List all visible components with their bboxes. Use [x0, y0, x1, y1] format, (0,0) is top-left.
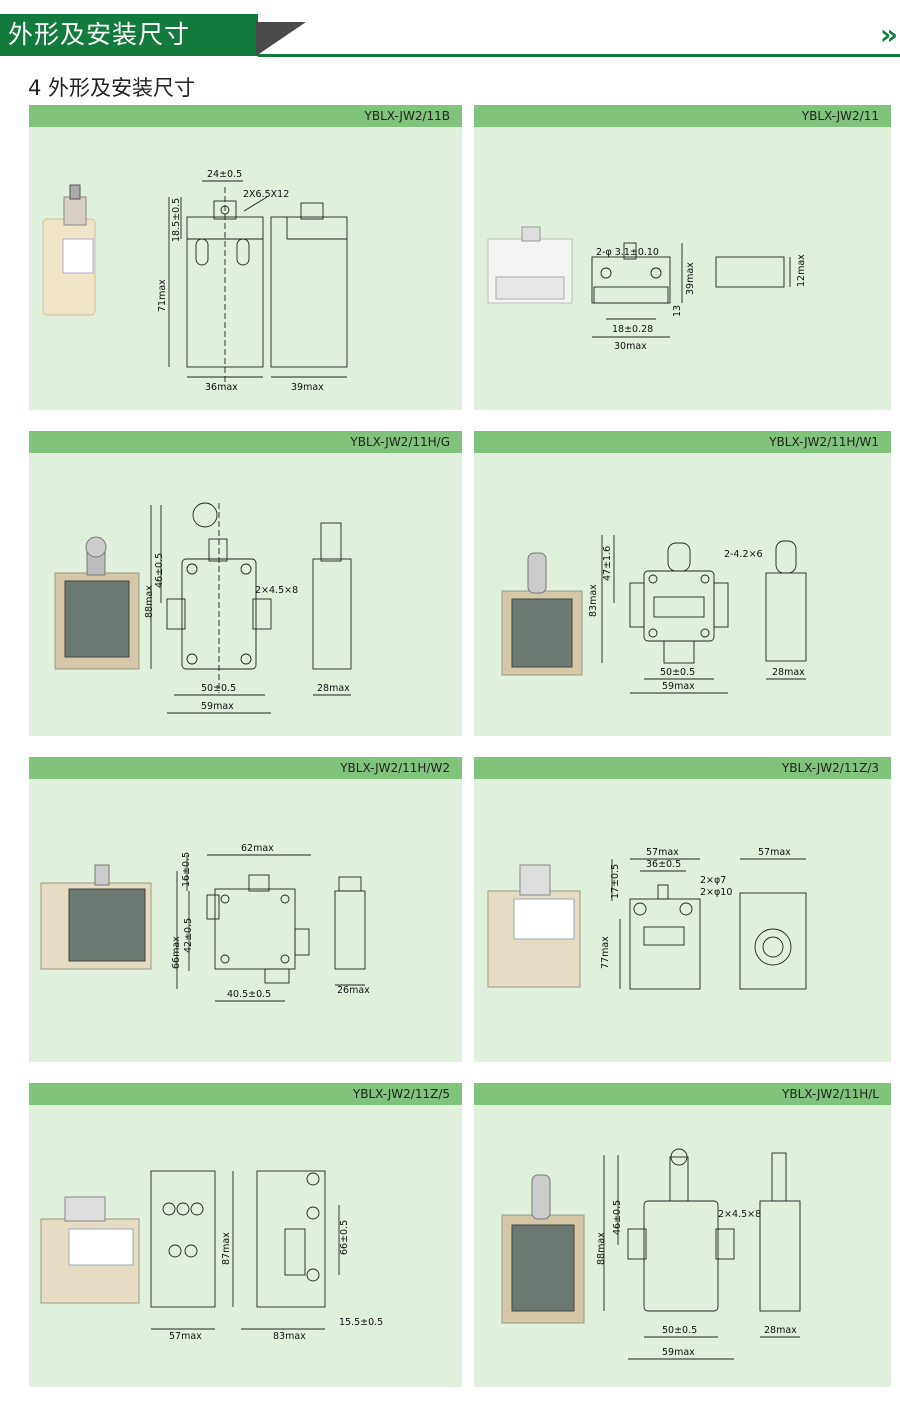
panel-yblx-jw2-11h-w2: YBLX-JW2/11H/W2 62max 16±0.5 [29, 757, 462, 1062]
product-photo [40, 1196, 140, 1304]
product-photo [487, 226, 573, 304]
dimension-drawing: 2-φ 3.1±0.10 39max 13 18±0.28 30max 12ma… [487, 226, 807, 352]
dim-text: 2×4.5×8 [255, 585, 298, 596]
dim-text: 36±0.5 [646, 859, 681, 870]
dim-text: 28max [317, 683, 350, 694]
dim-text: 57max [758, 847, 791, 858]
panel-model-label: YBLX-JW2/11Z/5 [29, 1083, 462, 1105]
dim-text: 50±0.5 [660, 667, 695, 678]
front-view [601, 535, 807, 694]
dim-text: 26max [337, 985, 370, 996]
dim-text: 18.5±0.5 [171, 198, 182, 242]
dim-text: 39max [291, 382, 324, 393]
dim-text: 66±0.5 [339, 1220, 350, 1255]
dimension-drawing: 87max 66±0.5 57max 83max 15.5±0.5 [40, 1170, 383, 1342]
front-view [603, 1148, 801, 1360]
dim-text: 59max [201, 701, 234, 712]
panel-yblx-jw2-11h-l: YBLX-JW2/11H/L 88max 46±0.5 2×4.5×8 50±0… [474, 1083, 891, 1387]
dim-text: 88max [596, 1232, 607, 1265]
dim-text: 2X6.5X12 [243, 189, 289, 200]
dimension-drawing: 17±0.5 57max 36±0.5 2×φ7 2×φ10 77max 57m… [487, 847, 807, 990]
dim-text: 66max [171, 936, 182, 969]
dimension-drawing: 88max 46±0.5 2×4.5×8 50±0.5 59max 28max [501, 1148, 801, 1360]
panel-model-label: YBLX-JW2/11H/L [474, 1083, 891, 1105]
dimension-drawing: 83max 47±1.6 2-4.2×6 50±0.5 59max 28max [501, 535, 807, 694]
panel-yblx-jw2-11z-3: YBLX-JW2/11Z/3 17±0.5 57max 36±0.5 2×φ7 … [474, 757, 891, 1062]
dim-text: 18±0.28 [612, 324, 653, 335]
dim-text: 2×4.5×8 [718, 1209, 761, 1220]
product-photo [501, 1174, 585, 1324]
dim-text: 2×φ7 [700, 875, 726, 886]
panel-yblx-jw2-11: YBLX-JW2/11 2-φ 3.1±0.10 39max 13 18±0.2… [474, 105, 891, 410]
dim-text: 16±0.5 [181, 852, 192, 887]
panel-yblx-jw2-11h-w1: YBLX-JW2/11H/W1 83max 47±1.6 [474, 431, 891, 736]
dim-text: 39max [685, 262, 696, 295]
dim-text: 77max [600, 936, 611, 969]
dim-text: 50±0.5 [201, 683, 236, 694]
dim-text: 2×φ10 [700, 887, 732, 898]
front-view [150, 1170, 340, 1330]
dim-text: 47±1.6 [602, 546, 613, 581]
page-subtitle: 4 外形及安装尺寸 [28, 76, 196, 100]
product-photo [42, 184, 96, 316]
dim-text: 42±0.5 [183, 918, 194, 953]
dim-text: 2-4.2×6 [724, 549, 763, 560]
dim-text: 36max [205, 382, 238, 393]
front-view [611, 858, 807, 990]
dim-text: 57max [646, 847, 679, 858]
dim-text: 46±0.5 [154, 553, 165, 588]
section-header: 外形及安装尺寸 » [0, 14, 900, 58]
panel-model-label: YBLX-JW2/11H/G [29, 431, 462, 453]
dim-text: 88max [144, 585, 155, 618]
product-photo [501, 552, 583, 676]
dim-text: 24±0.5 [207, 169, 242, 180]
dim-text: 46±0.5 [612, 1200, 623, 1235]
product-photo [54, 536, 140, 670]
dim-text: 83max [588, 584, 599, 617]
dimension-drawing: 62max 16±0.5 66max 42±0.5 40.5±0.5 26max [40, 843, 370, 1002]
dim-text: 62max [241, 843, 274, 854]
dim-text: 83max [273, 1331, 306, 1342]
dim-text: 57max [169, 1331, 202, 1342]
dimension-drawing: 24±0.5 2X6.5X12 18.5±0.5 71max 36max 39m… [42, 169, 348, 393]
panel-model-label: YBLX-JW2/11H/W1 [474, 431, 891, 453]
product-photo [487, 864, 581, 988]
product-photo [40, 864, 152, 970]
dim-text: 17±0.5 [610, 864, 621, 899]
panel-yblx-jw2-11z-5: YBLX-JW2/11Z/5 87max 66±0.5 57max 8 [29, 1083, 462, 1387]
dim-text: 59max [662, 1347, 695, 1358]
dim-text: 87max [221, 1232, 232, 1265]
panel-model-label: YBLX-JW2/11Z/3 [474, 757, 891, 779]
front-view [176, 854, 366, 1002]
dim-text: 30max [614, 341, 647, 352]
dim-text: 28max [772, 667, 805, 678]
dim-text: 59max [662, 681, 695, 692]
dim-text: 13 [672, 305, 683, 317]
panel-model-label: YBLX-JW2/11H/W2 [29, 757, 462, 779]
panel-model-label: YBLX-JW2/11 [474, 105, 891, 127]
panel-yblx-jw2-11h-g: YBLX-JW2/11H/G 88max 4 [29, 431, 462, 736]
front-view [150, 502, 352, 714]
front-view [168, 180, 348, 387]
dim-text: 28max [764, 1325, 797, 1336]
front-view [591, 242, 791, 338]
dim-text: 15.5±0.5 [339, 1317, 383, 1328]
panel-yblx-jw2-11b: YBLX-JW2/11B 24±0.5 2X [29, 105, 462, 410]
panel-model-label: YBLX-JW2/11B [29, 105, 462, 127]
dimension-drawing: 88max 46±0.5 2×4.5×8 50±0.5 59max 28max [54, 502, 352, 714]
header-tab-decoration [256, 22, 306, 56]
dim-text: 2-φ 3.1±0.10 [596, 247, 659, 258]
dim-text: 12max [796, 254, 807, 287]
next-arrows-icon: » [879, 18, 898, 51]
section-title: 外形及安装尺寸 [0, 14, 258, 56]
dim-text: 50±0.5 [662, 1325, 697, 1336]
dim-text: 71max [157, 279, 168, 312]
header-rule [258, 54, 900, 57]
dim-text: 40.5±0.5 [227, 989, 271, 1000]
